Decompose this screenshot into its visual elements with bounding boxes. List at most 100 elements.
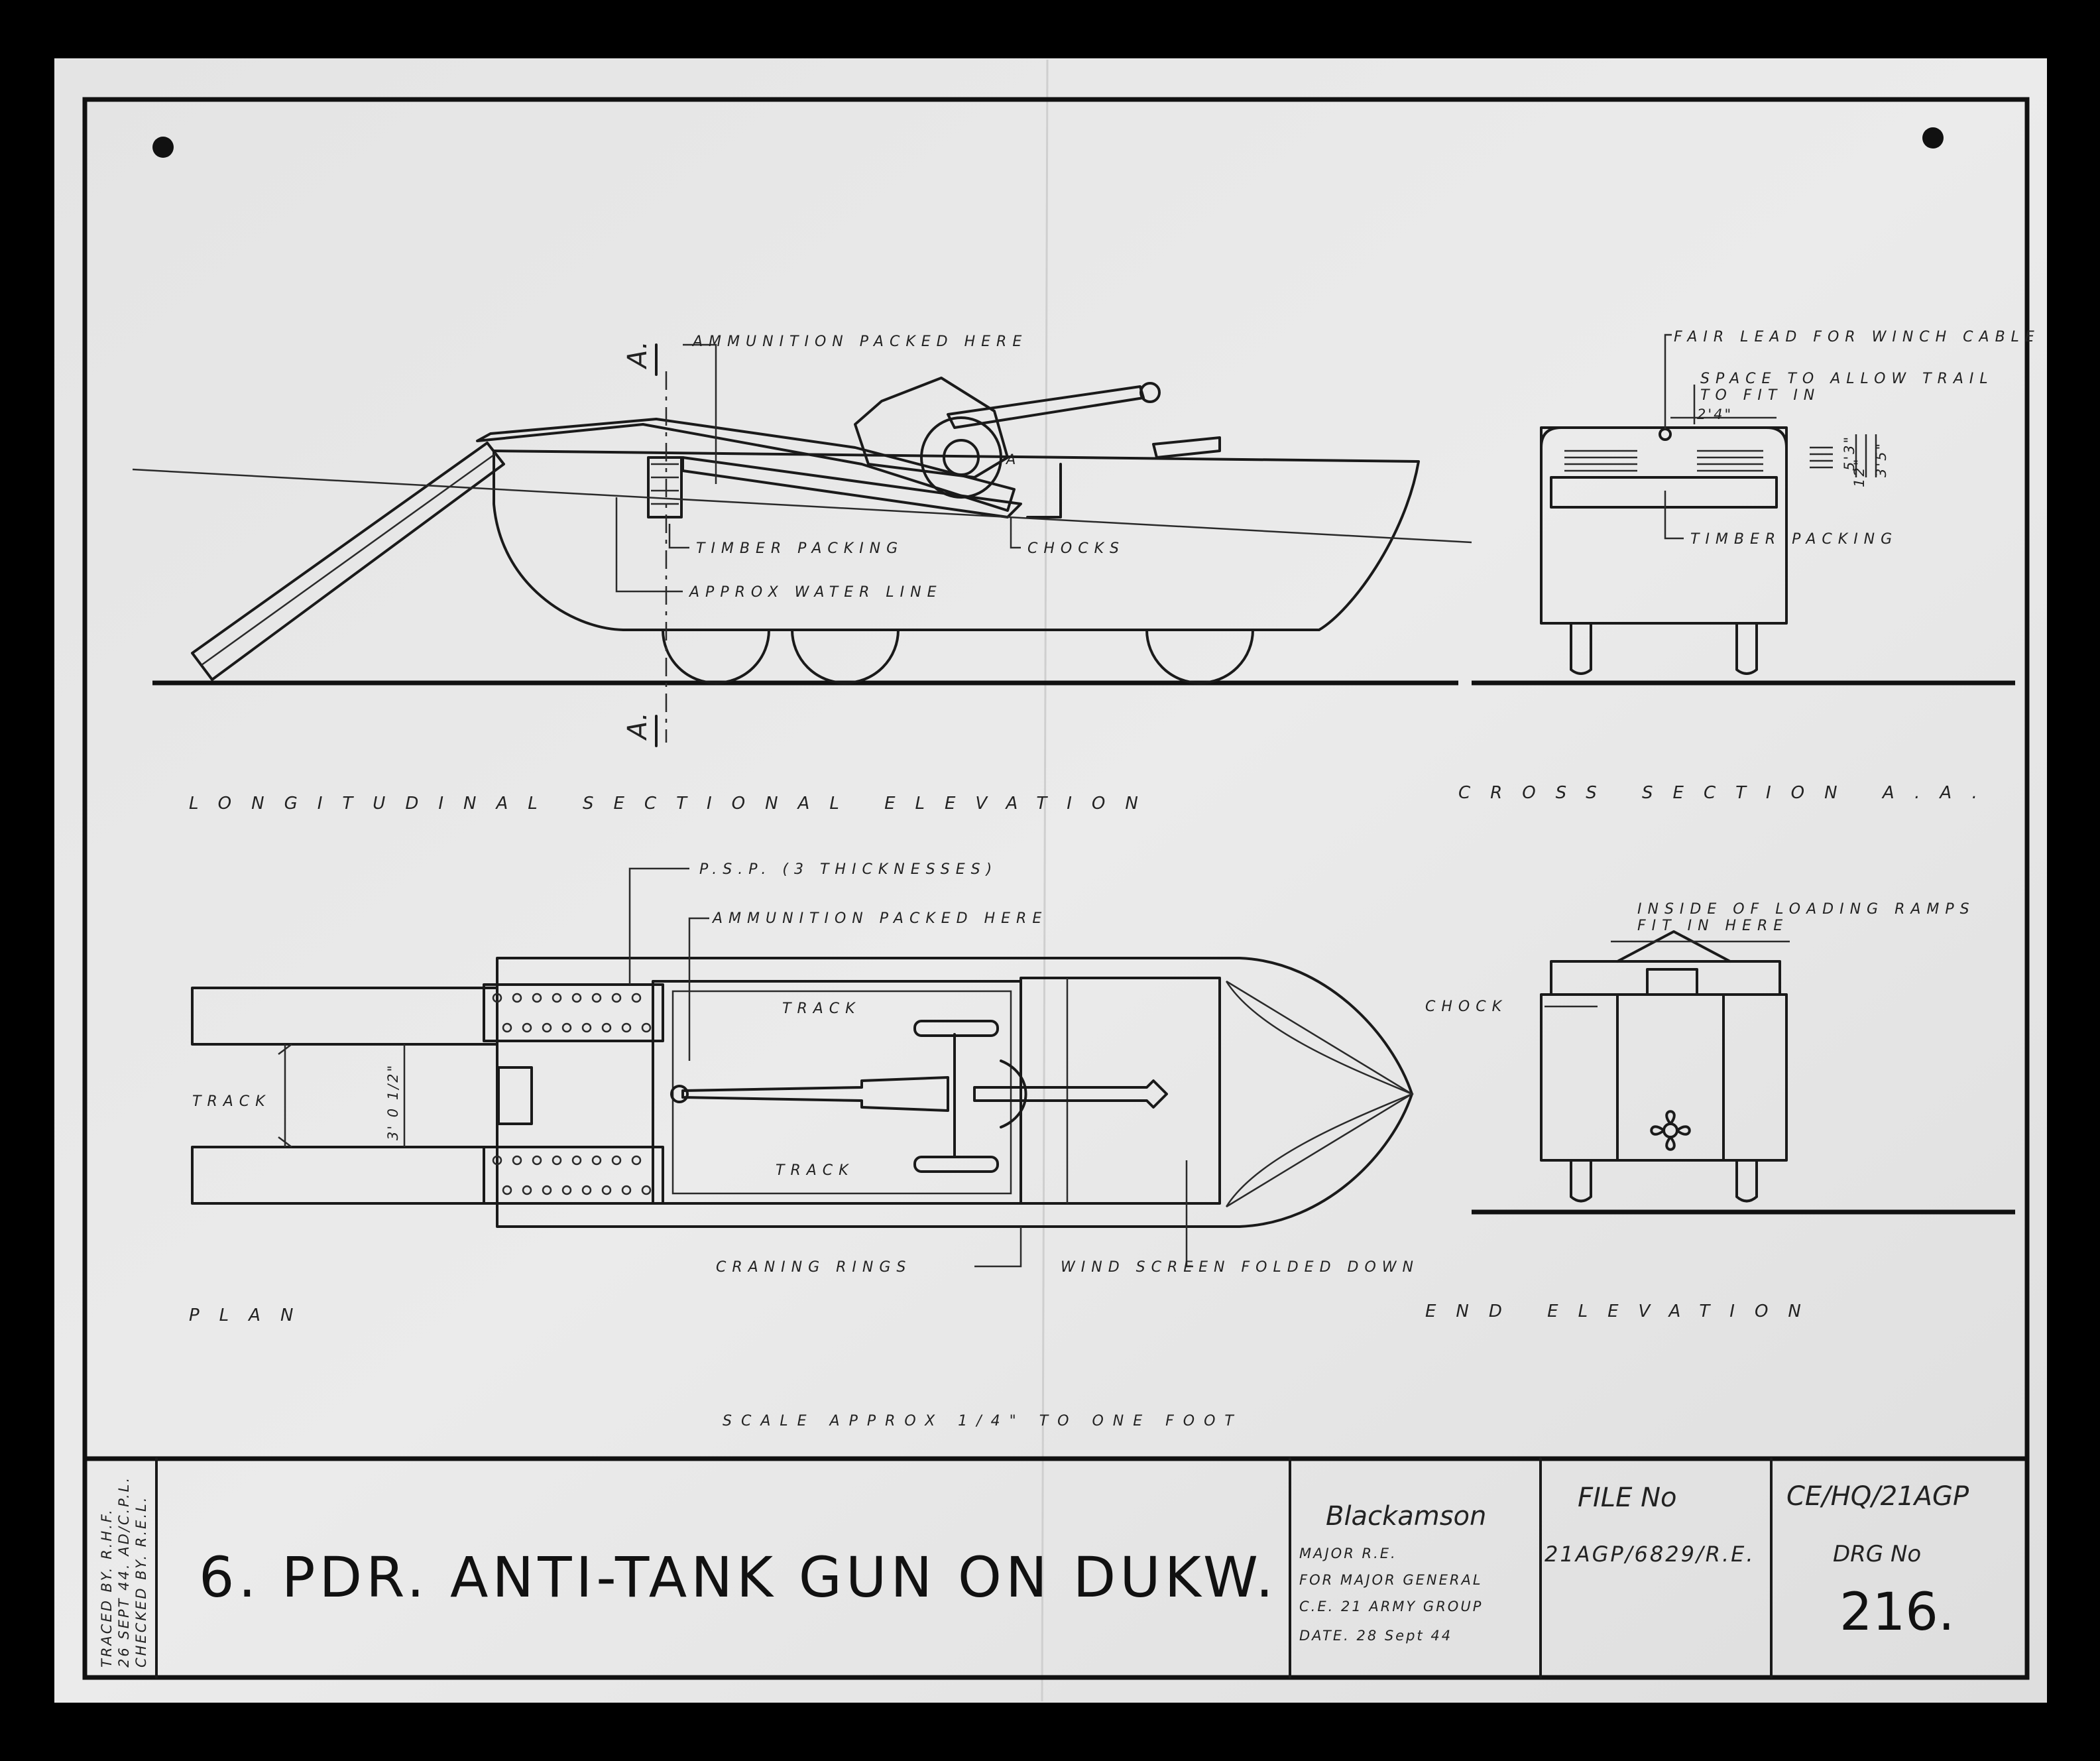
label-space-trail-2: TO FIT IN: [1700, 387, 1820, 404]
cross-leaders: [1664, 334, 1777, 540]
end-elevation: INSIDE OF LOADING RAMPS FIT IN HERE CHOC…: [1425, 901, 2015, 1321]
section-mark-bottom: A.: [622, 712, 653, 741]
punch-hole-right: [1922, 127, 1944, 149]
end-panels: [1616, 993, 1725, 1162]
label-fair-lead: FAIR LEAD FOR WINCH CABLE: [1674, 329, 2040, 345]
drg-label: DRG No: [1833, 1541, 1921, 1567]
plan-gun-wheel-upper: [913, 1020, 999, 1037]
wheel-2: [791, 629, 900, 684]
sign-line-3: C.E. 21 ARMY GROUP: [1299, 1599, 1483, 1614]
label-craning-rings: CRANING RINGS: [716, 1259, 911, 1276]
drawing-title: 6. PDR. ANTI-TANK GUN ON DUKW.: [199, 1545, 1277, 1610]
label-wind-screen: WIND SCREEN FOLDED DOWN: [1061, 1259, 1419, 1276]
traced-date: 26 SEPT 44. AD/C.P.L.: [116, 1476, 132, 1668]
dim-h3: 3'5": [1873, 442, 1889, 477]
drg-value: 216.: [1839, 1583, 1955, 1642]
plan-trail-end: [670, 1085, 689, 1103]
label-psp: P.S.P. (3 THICKNESSES): [699, 861, 998, 878]
leader-craning: [974, 1227, 1022, 1268]
paper: [54, 58, 2047, 1703]
sign-line-4: DATE. 28 Sept 44: [1299, 1628, 1452, 1644]
timber-packing-block: [647, 456, 683, 518]
muzzle-brake: [1139, 382, 1161, 403]
hull-outline: [493, 450, 1420, 631]
end-propeller: [1650, 1110, 1691, 1151]
cross-section: FAIR LEAD FOR WINCH CABLE SPACE TO ALLOW…: [1458, 329, 2040, 803]
plan-gun-trail: [681, 1076, 949, 1112]
gun-wheel-hub: [943, 439, 980, 476]
psp-holes: [492, 993, 652, 1195]
end-wheels: [1570, 1159, 1758, 1203]
label-water-line: APPROX WATER LINE: [688, 584, 943, 601]
end-leaders: [1545, 940, 1790, 1008]
view-title-longitudinal: LONGITUDINAL SECTIONAL ELEVATION: [189, 794, 1158, 814]
plan-view: P.S.P. (3 THICKNESSES) AMMUNITION PACKED…: [189, 861, 1419, 1325]
longitudinal-elevation: A. A. A AMMUNITION PACKED HERE TIMBER PA…: [132, 334, 1472, 814]
label-timber-packing-cross: TIMBER PACKING: [1690, 531, 1898, 548]
leader-timber: [668, 524, 689, 549]
dim-h1: 5'3": [1841, 435, 1857, 471]
plan-gun-barrel: [973, 1079, 1168, 1109]
punch-hole-left: [152, 137, 174, 158]
label-ammunition-top: AMMUNITION PACKED HERE: [691, 334, 1027, 350]
gun-shield: [854, 377, 1009, 479]
view-title-cross: CROSS SECTION A.A.: [1458, 783, 1997, 803]
signature: Blackamson: [1326, 1501, 1486, 1532]
plan-dim-track-left: [278, 1044, 292, 1148]
ramp-centre: [201, 452, 496, 666]
wheel-1: [662, 629, 770, 684]
view-title-plan: PLAN: [189, 1306, 313, 1325]
dim-h2: 12": [1851, 457, 1867, 487]
leader-ammunition: [683, 343, 717, 484]
leader-windscreen: [1185, 1160, 1193, 1268]
label-timber-packing: TIMBER PACKING: [696, 540, 904, 557]
label-ammunition-plan: AMMUNITION PACKED HERE: [711, 910, 1047, 927]
file-value: 21AGP/6829/R.E.: [1545, 1542, 1755, 1567]
label-track-upper: TRACK: [782, 1001, 861, 1017]
leader-chocks: [1010, 517, 1021, 549]
cross-deck-layers: [1564, 450, 1763, 472]
gun-wheel: [920, 416, 1002, 499]
plan-bow-ribs: [1226, 980, 1414, 1208]
label-space-trail-1: SPACE TO ALLOW TRAIL: [1700, 371, 1994, 387]
label-track-lower: TRACK: [776, 1162, 854, 1179]
label-chock: CHOCK: [1425, 999, 1507, 1015]
timber-hatch: [651, 463, 679, 505]
leader-psp: [628, 867, 689, 985]
ref-number: CE/HQ/21AGP: [1786, 1481, 1969, 1512]
traced-by: TRACED BY. R.H.F.: [99, 1508, 115, 1668]
psp-block-lower: [483, 1146, 664, 1205]
label-inside-ramps-2: FIT IN HERE: [1637, 918, 1788, 934]
plan-winch: [497, 1066, 533, 1125]
plan-cargo-well: [652, 980, 1022, 1205]
label-chocks: CHOCKS: [1027, 540, 1125, 557]
chock-bracket: [1026, 463, 1062, 518]
leader-ammunition-plan: [688, 917, 709, 1061]
cross-dim-lines: [1855, 434, 1877, 477]
psp-block-upper: [483, 983, 664, 1042]
checked-by: CHECKED BY. R.E.L.: [133, 1496, 149, 1668]
fold-line: [1041, 59, 1049, 1702]
water-line: [132, 468, 1472, 544]
sign-line-1: MAJOR R.E.: [1299, 1546, 1397, 1561]
label-inside-ramps-1: INSIDE OF LOADING RAMPS: [1637, 901, 1975, 918]
title-block: TRACED BY. R.H.F. 26 SEPT 44. AD/C.P.L. …: [85, 1456, 2027, 1679]
windscreen: [1152, 436, 1221, 459]
section-mark-top: A.: [622, 341, 653, 370]
drawing-frame: [82, 97, 2030, 1680]
dim-track-width: 3' 0 1/2": [385, 1063, 401, 1140]
dim-trail: 2'4": [1697, 406, 1733, 422]
plan-gun-axle: [953, 1033, 1027, 1158]
end-ramp-roof: [1616, 930, 1731, 963]
scale-note: SCALE APPROX 1/4" TO ONE FOOT: [723, 1413, 1243, 1429]
cross-dim-ticks: [1810, 446, 1833, 469]
cross-timber-packing: [1550, 476, 1778, 509]
cross-wheels: [1570, 622, 1758, 675]
sign-line-2: FOR MAJOR GENERAL: [1299, 1572, 1483, 1588]
label-track-left: TRACK: [192, 1093, 271, 1110]
cross-corners: [1540, 426, 1788, 449]
view-title-end: END ELEVATION: [1425, 1302, 1821, 1321]
loading-ramp: [191, 442, 505, 681]
file-label: FILE No: [1578, 1483, 1676, 1513]
